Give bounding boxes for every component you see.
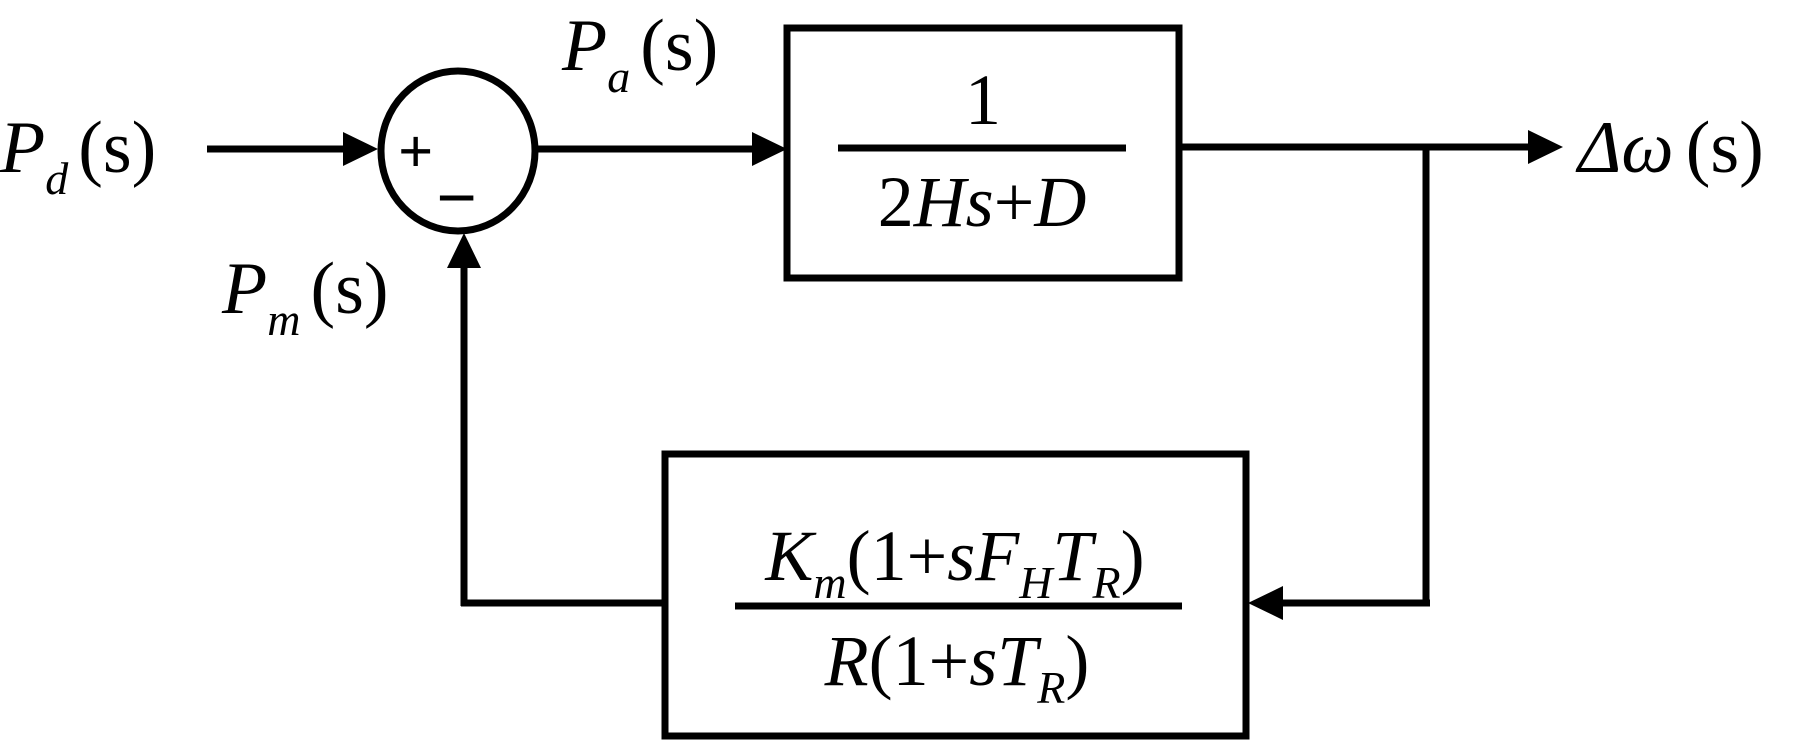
feedback-junction-arrowhead bbox=[447, 233, 481, 268]
forward-denominator: 2Hs+D bbox=[878, 162, 1087, 242]
feedback-argument: (s) bbox=[310, 248, 388, 330]
error-subscript: a bbox=[607, 51, 630, 102]
feedback-transfer-block: Km(1+sFHTR) R(1+sTR) bbox=[661, 450, 1250, 740]
error-argument: (s) bbox=[640, 5, 718, 87]
forward-transfer-block: 1 2Hs+D bbox=[783, 24, 1183, 282]
forward-arrowhead bbox=[752, 132, 787, 166]
error-symbol: P bbox=[561, 5, 607, 87]
output-symbol: Δω bbox=[1575, 107, 1674, 189]
feedback-numerator: Km(1+sFHTR) bbox=[764, 516, 1144, 608]
svg-text:Pa(s): Pa(s) bbox=[561, 5, 718, 102]
input-argument: (s) bbox=[78, 107, 156, 189]
feedback-block-arrowhead bbox=[1248, 586, 1283, 620]
output-argument: (s) bbox=[1686, 107, 1764, 189]
output-arrowhead bbox=[1528, 130, 1563, 164]
svg-text:Pm(s): Pm(s) bbox=[221, 248, 389, 345]
input-signal-label: Pd(s) bbox=[0, 107, 156, 204]
feedback-subscript: m bbox=[267, 294, 300, 345]
input-subscript: d bbox=[45, 153, 69, 204]
forward-numerator: 1 bbox=[965, 60, 1001, 140]
svg-text:Pd(s): Pd(s) bbox=[0, 107, 156, 204]
error-signal-label: Pa(s) bbox=[561, 5, 718, 102]
feedback-symbol: P bbox=[221, 248, 267, 330]
summing-junction: + − bbox=[377, 67, 539, 238]
plus-sign: + bbox=[398, 118, 433, 186]
minus-sign: − bbox=[436, 158, 477, 238]
input-symbol: P bbox=[0, 107, 45, 189]
svg-text:Δω(s): Δω(s) bbox=[1575, 107, 1764, 189]
output-signal-label: Δω(s) bbox=[1575, 107, 1764, 189]
feedback-denominator: R(1+sTR) bbox=[824, 621, 1090, 713]
feedback-signal-label: Pm(s) bbox=[221, 248, 389, 345]
input-arrowhead bbox=[343, 132, 378, 166]
